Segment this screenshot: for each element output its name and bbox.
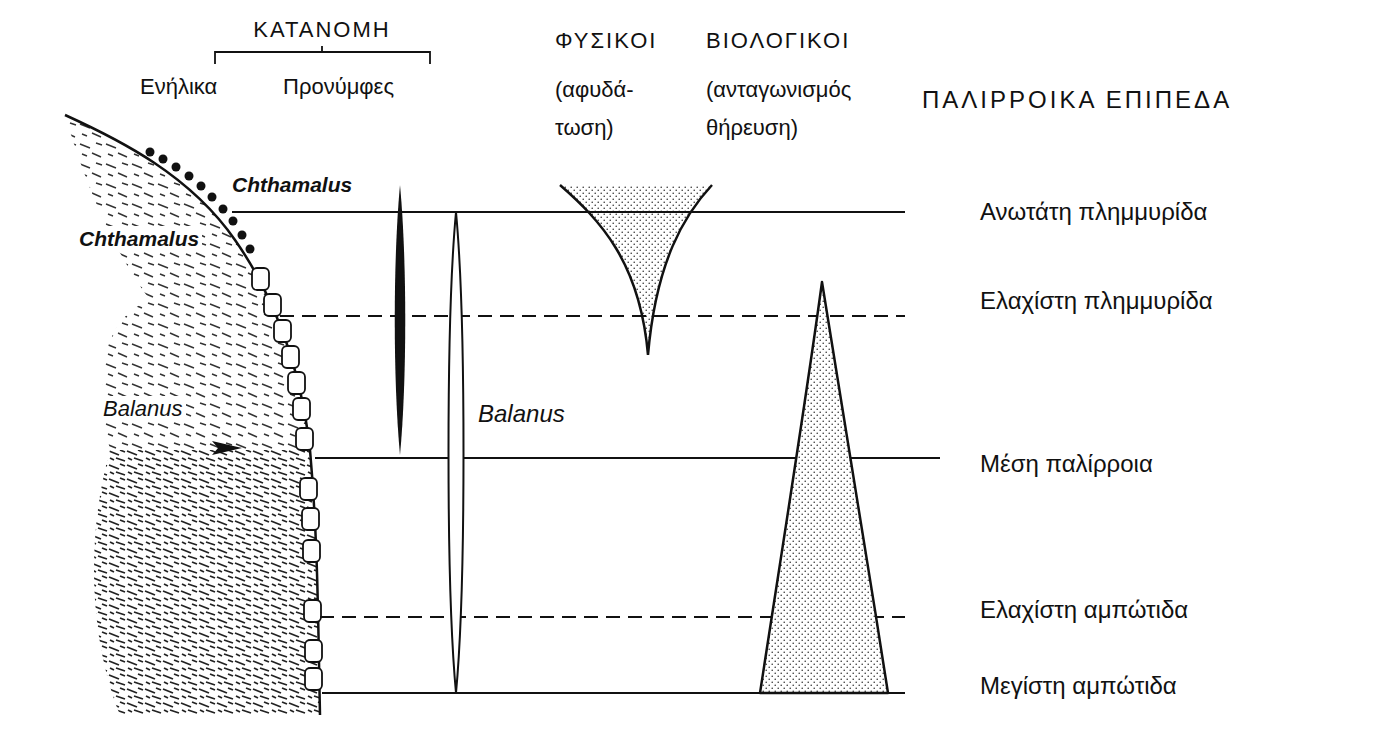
chthamalus-larvae-range <box>395 185 406 455</box>
tide-level-label: Ελαχίστη πλημμυρίδα <box>980 287 1213 316</box>
column-heading: Ενήλικα <box>140 74 217 100</box>
factor-note: (αφυδά- τωση) <box>555 71 665 147</box>
biological-factor-wedge <box>760 282 888 693</box>
column-heading: Προνύμφες <box>283 74 394 100</box>
pointer-arrow <box>212 441 242 455</box>
physical-factor-fill <box>560 185 712 355</box>
factor-heading: ΦΥΣΙΚΟΙ <box>555 28 657 54</box>
section-heading: ΠΑΛΙΡΡΟΙΚΑ ΕΠΙΠΕΔΑ <box>922 86 1232 115</box>
rock-texture-dense <box>94 450 320 715</box>
factor-heading: ΒΙΟΛΟΓΙΚΟΙ <box>706 28 850 54</box>
balanus-larvae-range <box>449 212 464 693</box>
tide-lines <box>232 212 940 693</box>
balanus-adults <box>252 268 322 690</box>
section-heading: ΚΑΤΑΝΟΜΗ <box>253 17 390 43</box>
tide-level-label: Μεγίστη αμπώτιδα <box>980 672 1177 701</box>
distribution-bracket <box>215 46 430 64</box>
tide-level-label: Ελαχίστη αμπώτιδα <box>980 596 1188 625</box>
tide-level-label: Ανωτάτη πλημμυρίδα <box>980 198 1207 227</box>
tide-level-label: Μέση παλίρροια <box>980 450 1153 479</box>
rock-profile <box>65 115 320 715</box>
rock-texture <box>65 115 310 450</box>
species-label: Balanus <box>478 400 565 429</box>
species-label: Balanus <box>100 396 186 422</box>
species-label: Chthamalus <box>232 172 352 197</box>
factor-note: (ανταγωνισμός θήρευση) <box>706 71 896 147</box>
species-label: Chthamalus <box>76 226 202 251</box>
physical-factor-outline <box>560 185 712 355</box>
